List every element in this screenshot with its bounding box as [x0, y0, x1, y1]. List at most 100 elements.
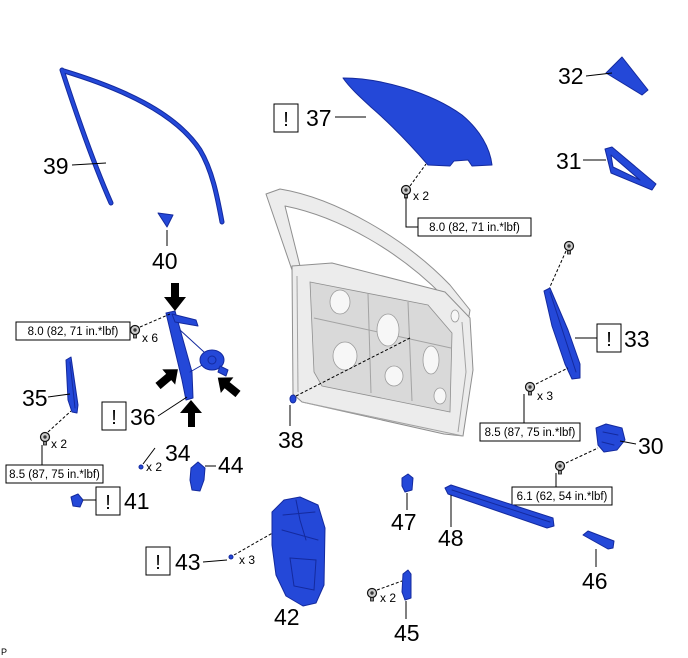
corner-label: P — [1, 647, 7, 657]
part-48-detail — [451, 489, 551, 523]
callout-42: 42 — [274, 604, 300, 630]
leader-43 — [202, 559, 228, 563]
bolt-socket — [370, 591, 374, 595]
install-path-38 — [295, 337, 411, 397]
door-hole — [329, 289, 351, 315]
part-47 — [401, 473, 414, 493]
torque-spec-35: 8.5 (87, 75 in.*lbf) — [9, 469, 100, 481]
callout-33: 33 — [624, 326, 650, 352]
torque-spec-36: 8.0 (82, 71 in.*lbf) — [28, 326, 119, 338]
leader-35 — [47, 393, 71, 398]
run-channel-upper-leg — [62, 69, 224, 224]
bolt-socket — [43, 435, 47, 439]
bolt-path-33-top — [548, 250, 567, 290]
run-channel-front-leg — [60, 68, 113, 205]
part-36-window-regulator — [165, 310, 229, 401]
notice-mark-36: ! — [111, 407, 117, 429]
notice-box-43 — [145, 546, 171, 576]
callout-37: 37 — [306, 105, 332, 131]
callout-47: 47 — [391, 509, 417, 535]
notice-box-33 — [596, 323, 622, 353]
callout-44: 44 — [218, 452, 244, 478]
part-46 — [582, 530, 615, 550]
callout-40: 40 — [152, 248, 178, 274]
door-hole — [376, 313, 400, 347]
part-42-detail — [281, 499, 319, 591]
part-32 — [605, 56, 649, 96]
channel-edge — [69, 361, 76, 409]
torque-box-37 — [417, 217, 532, 237]
part-48 — [444, 484, 555, 529]
callout-39: 39 — [43, 153, 69, 179]
torque-leader-37 — [405, 197, 418, 228]
bolt-icon — [563, 240, 575, 255]
notice-mark-41: ! — [105, 492, 111, 514]
bolt-icon — [366, 587, 378, 602]
callout-46: 46 — [582, 568, 608, 594]
arrow-up-icon — [180, 400, 202, 427]
door-hole — [450, 309, 460, 323]
leader-32 — [585, 72, 613, 77]
door-front-edge — [296, 275, 299, 393]
regulator-motor — [199, 349, 225, 371]
part-42-body — [271, 496, 326, 607]
leader-30 — [619, 440, 637, 445]
bolt-socket — [567, 244, 571, 248]
door-rear-edge — [457, 321, 467, 433]
quantity-34: x 2 — [146, 460, 162, 474]
torque-box-33 — [479, 422, 581, 442]
regulator-carrier — [171, 313, 199, 327]
bolt-socket — [133, 328, 137, 332]
door-bottom-edge — [301, 401, 464, 437]
door-hole — [433, 387, 447, 405]
notice-box-37 — [273, 103, 299, 133]
callout-36: 36 — [130, 404, 156, 430]
bolt-path-33 — [535, 367, 569, 385]
torque-box-30 — [511, 486, 613, 506]
bolt-icon — [39, 431, 51, 446]
channel-edge — [549, 291, 577, 373]
part-33-rear-channel — [543, 287, 581, 380]
callout-30: 30 — [638, 433, 664, 459]
part-44 — [189, 461, 206, 492]
part-39-run-channel — [59, 67, 225, 225]
quantity-43: x 3 — [239, 553, 255, 567]
notice-box-36 — [101, 401, 127, 431]
callout-45: 45 — [394, 620, 420, 646]
install-path-43 — [233, 522, 291, 556]
part-42 — [271, 496, 326, 607]
notice-box-41 — [95, 486, 121, 516]
part-34 — [138, 464, 144, 470]
quantity-45-bolt: x 2 — [380, 591, 396, 605]
door-vertical-rail — [367, 293, 372, 394]
callout-35: 35 — [22, 385, 48, 411]
part-41 — [70, 493, 84, 508]
door-hole — [384, 365, 404, 387]
notice-mark-33: ! — [606, 329, 612, 351]
bolt-icon — [524, 381, 536, 396]
part-43 — [228, 554, 234, 560]
bolt-path-30 — [565, 447, 599, 464]
regulator-motor-gear — [207, 355, 217, 365]
door-inner-recess — [309, 281, 453, 413]
part-38 — [289, 394, 297, 404]
callout-38: 38 — [278, 427, 304, 453]
notice-mark-37: ! — [283, 109, 289, 131]
arrow-down-icon — [164, 283, 186, 311]
lock-detail — [601, 431, 619, 446]
door-hole — [422, 345, 440, 375]
torque-spec-37: 8.0 (82, 71 in.*lbf) — [429, 222, 520, 234]
quantity-37-bolt: x 2 — [413, 189, 429, 203]
callout-41: 41 — [124, 488, 150, 514]
torque-spec-30: 6.1 (62, 54 in.*lbf) — [517, 491, 608, 503]
callout-31: 31 — [556, 148, 582, 174]
regulator-motor-connector — [217, 365, 229, 377]
quantity-33-bolt: x 3 — [537, 389, 553, 403]
door-hole — [332, 341, 358, 371]
bolt-icon — [554, 460, 566, 475]
quantity-35-bolt: x 2 — [51, 437, 67, 451]
bolt-icon — [400, 184, 412, 199]
leader-39 — [71, 162, 107, 166]
callout-48: 48 — [438, 525, 464, 551]
